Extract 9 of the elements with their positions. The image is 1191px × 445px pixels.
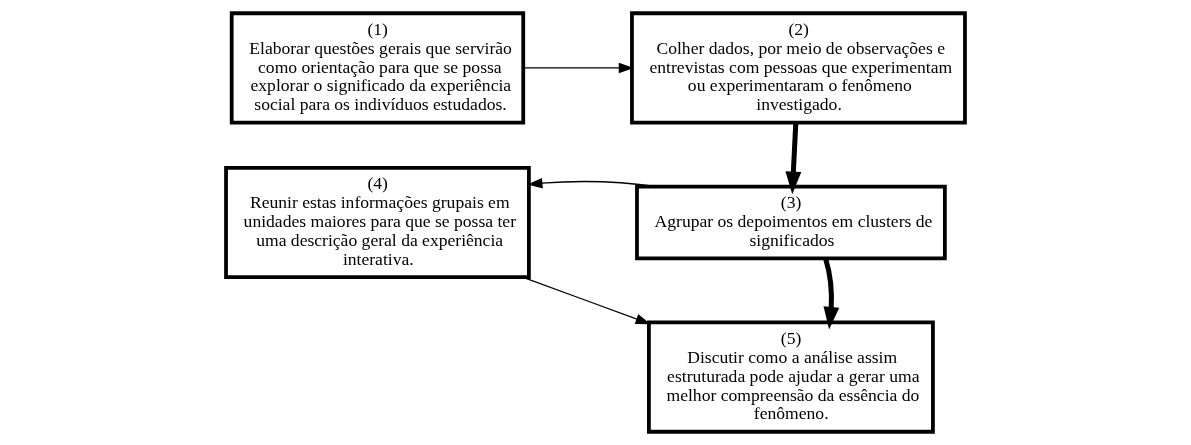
arrow (785, 122, 802, 195)
arrow (527, 177, 659, 189)
node-box: (2) Colher dados, por meio de observações e entrevistas com pessoas que experimentam ou experimentaram o fenômeno investigado. (630, 11, 967, 125)
node-box: (4) Reunir estas informações grupais em unidades maiores para que se possa ter uma descrição geral da experiência interativa. (224, 165, 531, 280)
node-box: (5) Discutir como a análise assim estruturada pode ajudar a gerar uma melhor compreensão da essência do fenômeno. (647, 320, 935, 434)
arrow (522, 62, 634, 74)
arrow (823, 257, 840, 330)
node-box: (3) Agrupar os depoimentos em clusters de significados (635, 184, 947, 261)
node-box: (1) Elaborar questões gerais que servirão como orientação para que se possa explorar o significado da experiência social para os indivíduos estudados. (229, 11, 526, 125)
